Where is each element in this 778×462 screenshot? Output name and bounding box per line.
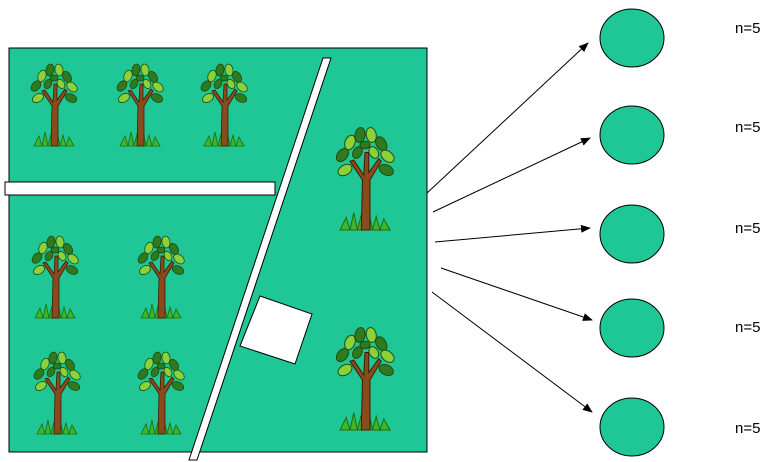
sample-label: n=5 (735, 119, 760, 136)
sample-circle (599, 204, 665, 264)
sample-circle (599, 298, 665, 358)
arrow (440, 267, 593, 321)
sample-circle (599, 397, 665, 457)
diagonal-road (188, 57, 332, 461)
arrow (431, 291, 593, 413)
arrow (432, 137, 591, 213)
sample-circle (599, 8, 665, 68)
white-square-plot (239, 295, 313, 365)
sample-circle (599, 105, 665, 165)
arrow (426, 42, 589, 194)
sample-arrows (426, 42, 593, 413)
horizontal-road (4, 181, 276, 196)
sample-label: n=5 (735, 420, 760, 437)
sample-label: n=5 (735, 319, 760, 336)
arrow (434, 224, 591, 243)
sample-label: n=5 (735, 20, 760, 37)
sample-label: n=5 (735, 220, 760, 237)
